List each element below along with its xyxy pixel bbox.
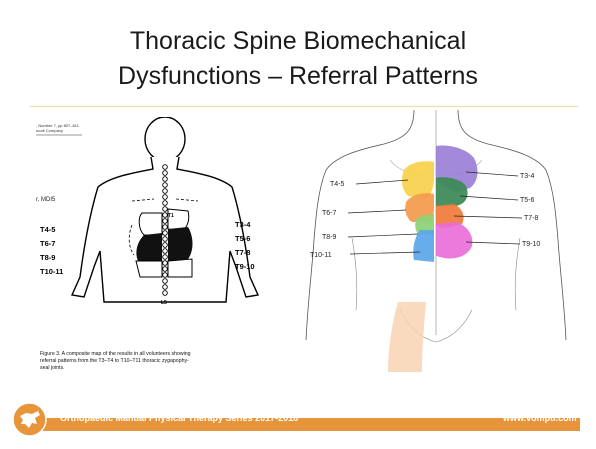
slide-title: Thoracic Spine Biomechanical Dysfunction… <box>40 24 556 94</box>
color-label-t6-7: T6-7 <box>322 210 337 217</box>
caption-line-3: seal joints. <box>40 365 65 371</box>
leader-lines <box>348 172 522 254</box>
region-left-lower <box>136 261 162 277</box>
right-label-t7-8: T7-8 <box>235 248 250 257</box>
right-label-t9-10: T9-10 <box>235 262 255 271</box>
region-right-black <box>168 227 193 261</box>
right-label-t3-4: T3-4 <box>235 220 251 229</box>
left-label-t4-5: T4-5 <box>40 225 55 234</box>
title-line-2: Dysfunctions – Referral Patterns <box>40 59 556 94</box>
left-label-t8-9: T8-9 <box>40 253 55 262</box>
region-t4-5 <box>402 161 434 198</box>
composite-map-figure: , Number 7, pp 807–811 ncott Company r, … <box>32 117 294 381</box>
spine-label-l5: L5 <box>161 300 167 306</box>
right-label-t5-6: T5-6 <box>235 234 250 243</box>
color-label-t7-8: T7-8 <box>524 215 539 222</box>
title-divider <box>30 106 578 107</box>
author-fragment: r, MDI5 <box>36 197 56 203</box>
region-t10-11 <box>413 230 434 262</box>
region-left-upper <box>139 213 162 235</box>
footer-website-link[interactable]: www.vompti.com <box>503 413 577 423</box>
color-label-t3-4: T3-4 <box>520 173 535 180</box>
vompti-logo-icon <box>12 402 47 437</box>
colored-referral-map-figure: T4-5 T6-7 T8-9 T10-11 T3-4 T5-6 T7-8 T9-… <box>296 110 576 386</box>
spine-label-t1: T1 <box>168 213 174 219</box>
color-label-t5-6: T5-6 <box>520 197 535 204</box>
color-label-t4-5: T4-5 <box>330 181 345 188</box>
color-label-t10-11: T10-11 <box>310 252 332 259</box>
left-label-t6-7: T6-7 <box>40 239 55 248</box>
title-line-1: Thoracic Spine Biomechanical <box>40 24 556 59</box>
region-t9-10 <box>436 222 472 259</box>
lower-referral-region <box>388 302 426 372</box>
footer-series-text: Orthopaedic Manual Physical Therapy Seri… <box>60 413 298 423</box>
region-right-lower <box>168 259 192 277</box>
caption-line-1: Figure 3. A composite map of the results… <box>40 351 191 357</box>
caption-line-2: referral patterns from the T3–T4 to T10–… <box>40 358 189 364</box>
head-outline <box>145 117 185 161</box>
color-label-t9-10: T9-10 <box>522 241 540 248</box>
left-label-t10-11: T10-11 <box>40 267 63 276</box>
journal-line-2: ncott Company <box>36 128 63 133</box>
color-label-t8-9: T8-9 <box>322 234 337 241</box>
